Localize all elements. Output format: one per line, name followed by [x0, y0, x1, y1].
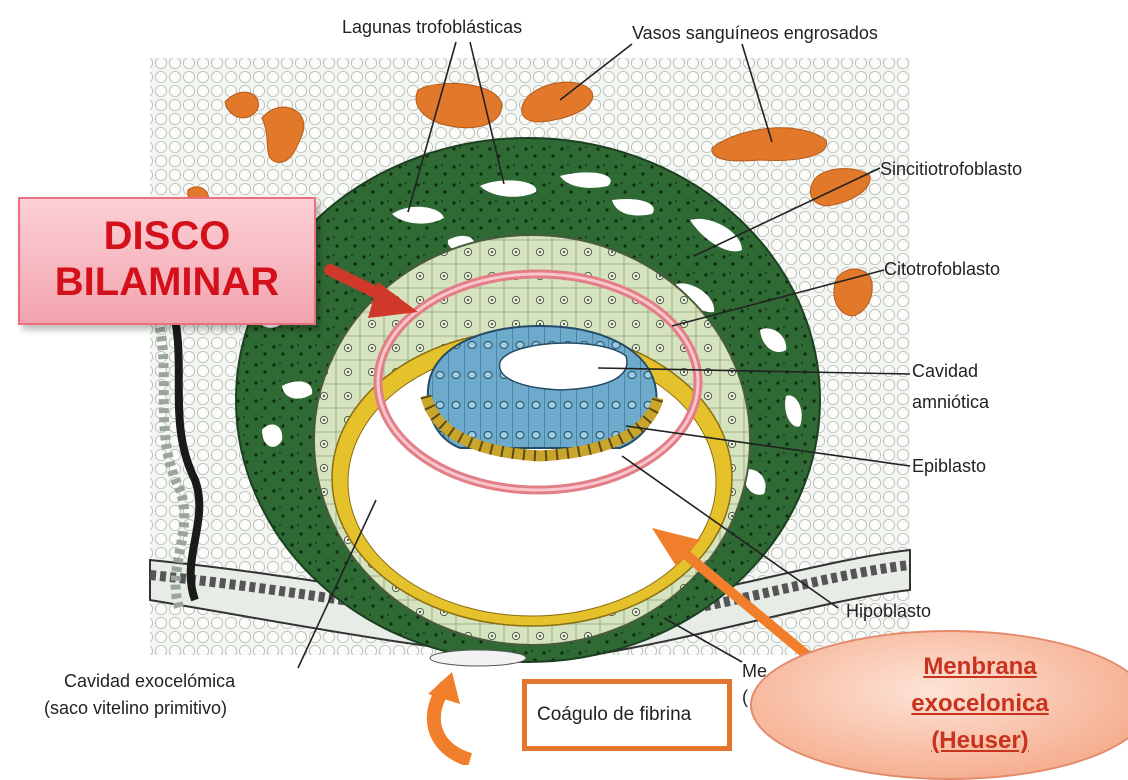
label-cavidad-amniotica-1: Cavidad	[912, 360, 978, 382]
label-vasos: Vasos sanguíneos engrosados	[632, 22, 878, 44]
label-lagunas: Lagunas trofoblásticas	[342, 16, 522, 38]
label-sincitiotrofoblasto: Sincitiotrofoblasto	[880, 158, 1022, 180]
membrana-line-3: (Heuser)	[870, 722, 1090, 759]
label-cavidad-exocelomica-1: Cavidad exocelómica	[64, 670, 235, 692]
disco-line-2: BILAMINAR	[20, 259, 314, 305]
coagulo-callout: Coágulo de fibrina	[522, 679, 732, 751]
membrana-line-2: exocelonica	[870, 685, 1090, 722]
fibrin-plug	[430, 650, 526, 666]
label-hipoblasto: Hipoblasto	[846, 600, 931, 622]
label-epiblasto: Epiblasto	[912, 455, 986, 477]
label-citotrofoblasto: Citotrofoblasto	[884, 258, 1000, 280]
cavidad-amniotica	[500, 343, 627, 390]
label-cavidad-exocelomica-2: (saco vitelino primitivo)	[44, 697, 227, 719]
disco-bilaminar-callout: DISCO BILAMINAR	[18, 197, 316, 325]
membrana-line-1: Menbrana	[870, 648, 1090, 685]
membrana-callout-text: Menbrana exocelonica (Heuser)	[870, 648, 1090, 759]
coagulo-label: Coágulo de fibrina	[537, 704, 691, 726]
label-paren-fragment: (	[742, 686, 748, 708]
label-cavidad-amniotica-2: amniótica	[912, 391, 989, 413]
disco-line-1: DISCO	[20, 199, 314, 259]
